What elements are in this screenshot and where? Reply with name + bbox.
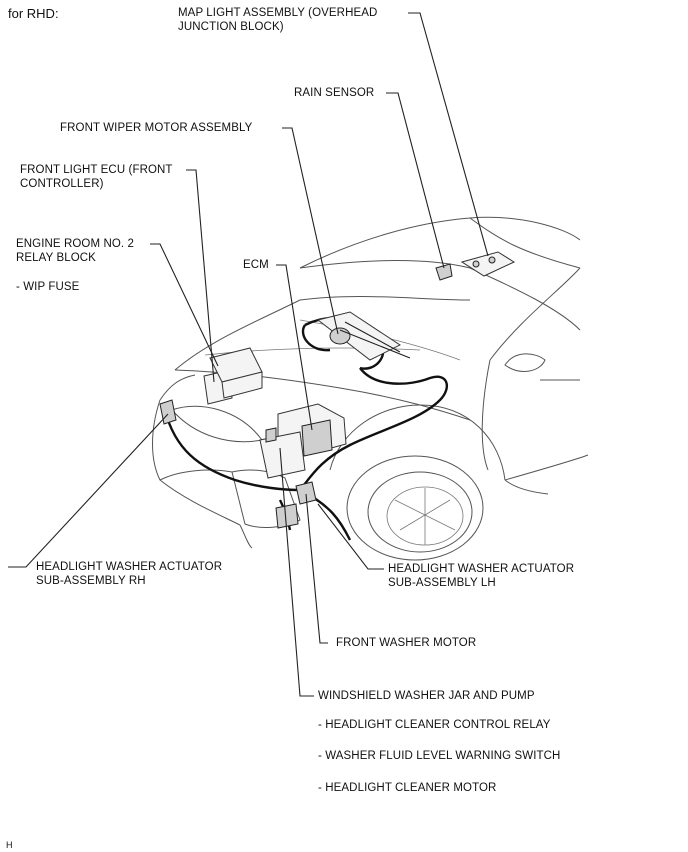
label-rain-sensor: RAIN SENSOR — [294, 87, 375, 99]
label-wip-fuse: - WIP FUSE — [16, 281, 80, 293]
label-headlight-cleaner-motor: - HEADLIGHT CLEANER MOTOR — [318, 782, 497, 794]
label-map-light-assembly: MAP LIGHT ASSEMBLY (OVERHEAD JUNCTION BL… — [178, 7, 378, 33]
figure-code: H — [6, 840, 13, 850]
component-parts — [159, 251, 516, 529]
label-washer-jar-and-pump: WINDSHIELD WASHER JAR AND PUMP — [318, 690, 535, 702]
label-washer-fluid-switch: - WASHER FLUID LEVEL WARNING SWITCH — [318, 750, 561, 762]
label-headlight-washer-lh: HEADLIGHT WASHER ACTUATOR SUB-ASSEMBLY L… — [388, 563, 575, 589]
label-front-light-ecu: FRONT LIGHT ECU (FRONT CONTROLLER) — [20, 164, 173, 190]
label-front-washer-motor: FRONT WASHER MOTOR — [336, 637, 477, 649]
label-headlight-washer-rh: HEADLIGHT WASHER ACTUATOR SUB-ASSEMBLY R… — [36, 561, 223, 587]
label-headlight-cleaner-relay: - HEADLIGHT CLEANER CONTROL RELAY — [318, 719, 551, 731]
label-front-wiper-motor: FRONT WIPER MOTOR ASSEMBLY — [60, 122, 253, 134]
car-body-outline — [152, 216, 589, 561]
label-engine-room-relay-block: ENGINE ROOM NO. 2 RELAY BLOCK — [16, 238, 134, 264]
label-ecm: ECM — [243, 259, 269, 271]
leader-lines — [8, 12, 489, 697]
variant-heading: for RHD: — [8, 6, 59, 21]
